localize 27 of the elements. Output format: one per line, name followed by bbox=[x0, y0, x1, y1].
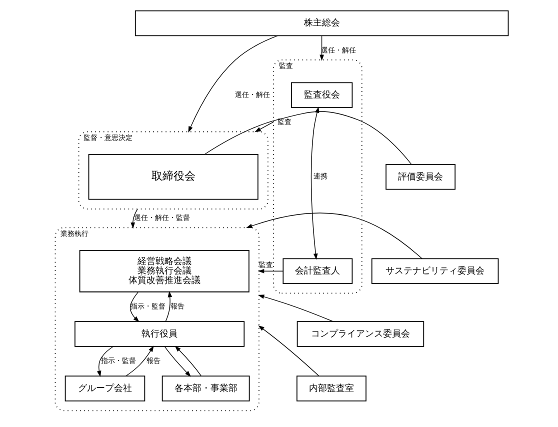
node-box: コンプライアンス委員会 bbox=[296, 321, 424, 347]
node-box: サステナビリティ委員会 bbox=[371, 258, 499, 284]
arrow bbox=[254, 122, 274, 132]
arrow bbox=[258, 294, 334, 322]
arrow bbox=[125, 346, 154, 376]
node-box: 株主総会 bbox=[134, 10, 509, 36]
connector bbox=[204, 111, 412, 165]
node-box: 経営戦略会議 業務執行会議 体質改善推進会議 bbox=[79, 250, 250, 292]
arrow bbox=[246, 212, 422, 259]
node-box: 監査役会 bbox=[290, 82, 353, 108]
node-box: グループ会社 bbox=[64, 376, 146, 402]
node-box: 取締役会 bbox=[88, 154, 258, 200]
arrow bbox=[258, 268, 284, 274]
arrow bbox=[258, 325, 320, 376]
arrow bbox=[174, 346, 202, 376]
node-box: 会計監査人 bbox=[282, 258, 353, 284]
arrow bbox=[164, 346, 192, 377]
arrow bbox=[165, 290, 172, 322]
node-box: 内部監査室 bbox=[296, 376, 366, 402]
arrow bbox=[188, 35, 278, 133]
arrow bbox=[130, 208, 138, 229]
arrow bbox=[130, 292, 140, 322]
node-box: 評価委員会 bbox=[386, 164, 456, 190]
arrow bbox=[320, 36, 324, 61]
node-box: 執行役員 bbox=[74, 321, 245, 347]
arrow bbox=[96, 346, 114, 377]
node-box: 各本部・事業部 bbox=[162, 376, 250, 402]
